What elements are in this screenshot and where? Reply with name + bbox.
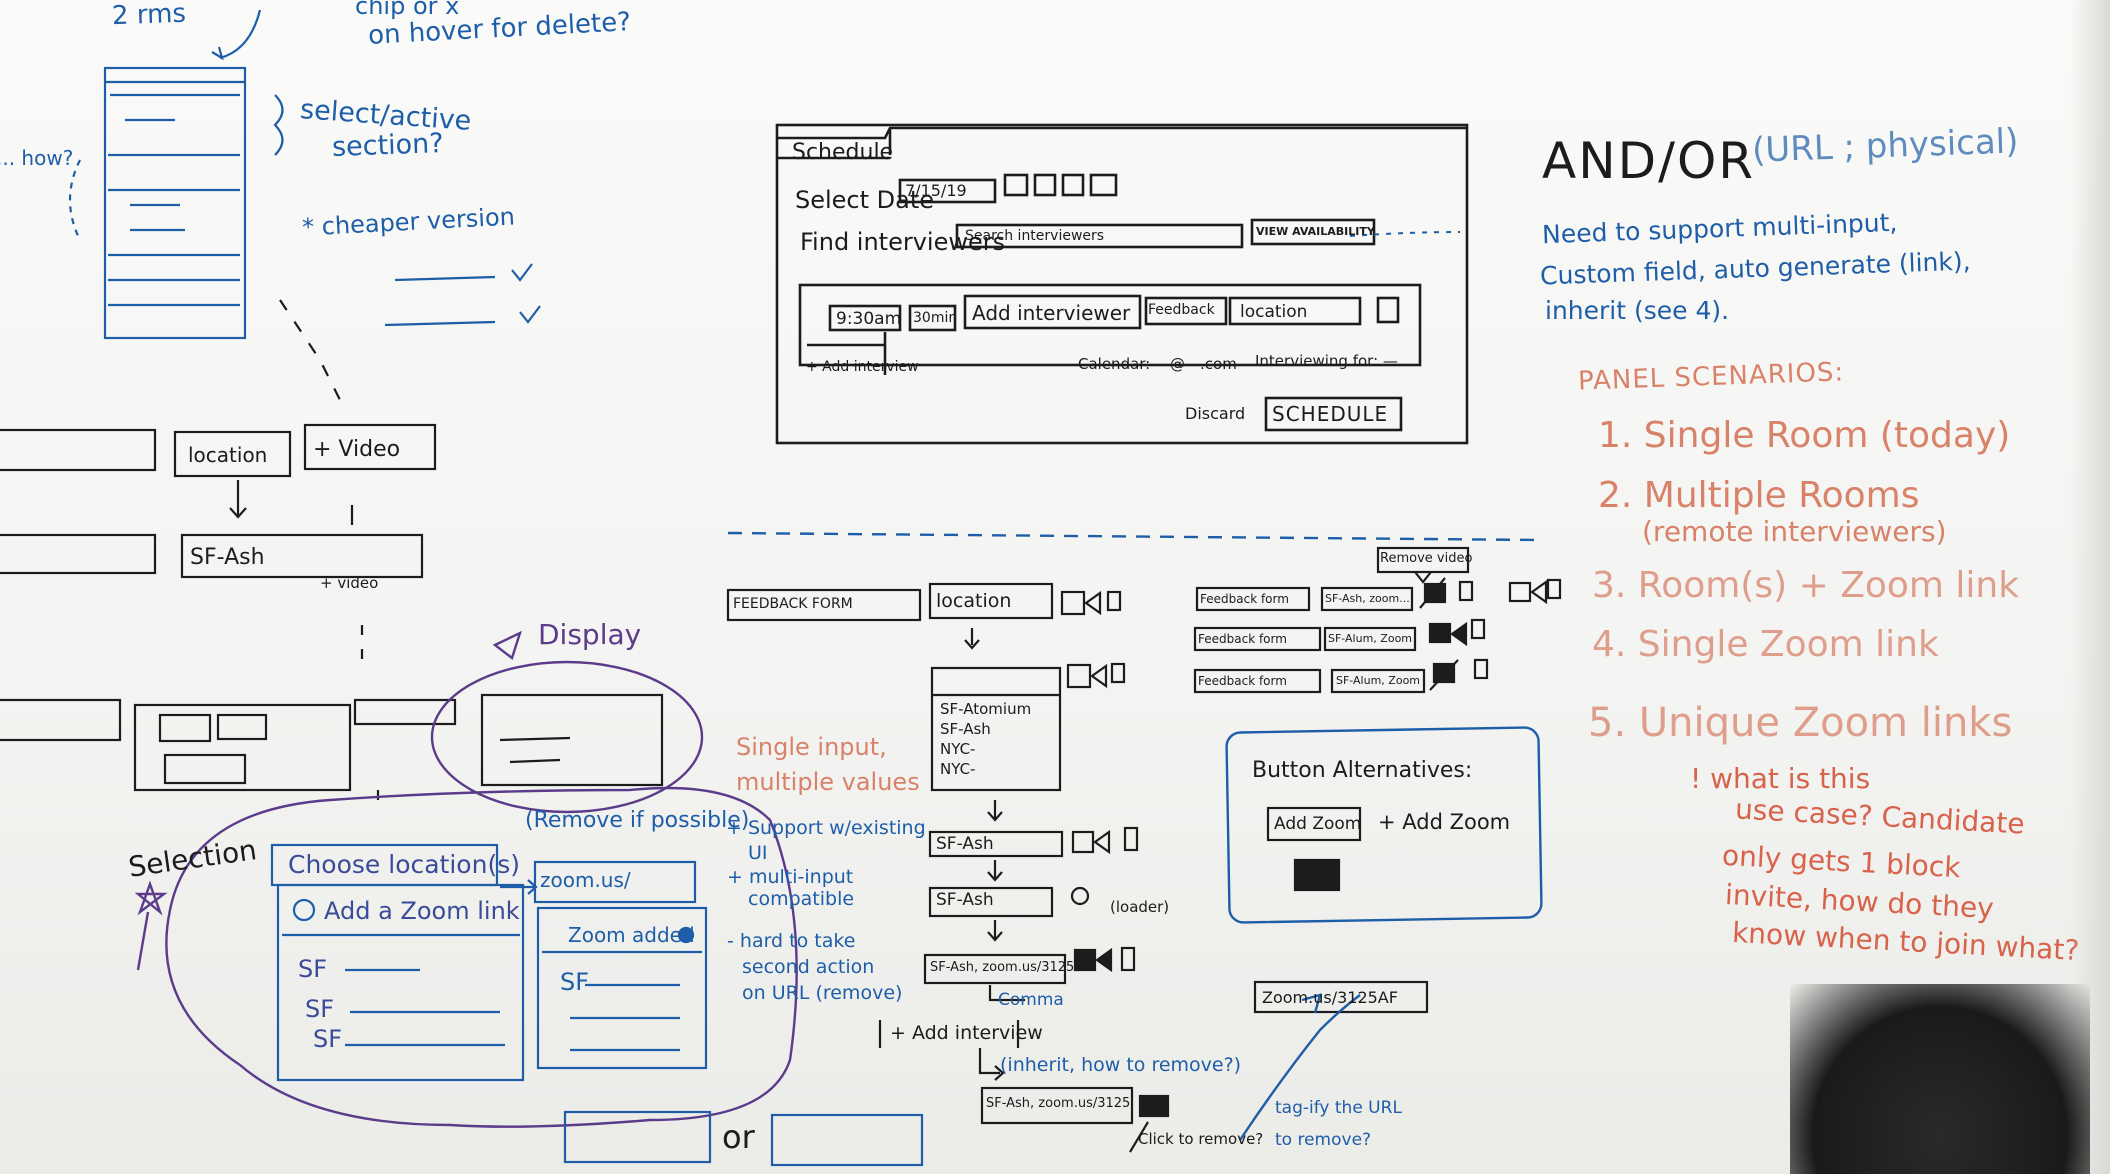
add-zoom-button-sketch: Add Zoom	[1274, 814, 1362, 834]
plus-video-note: + video	[320, 574, 379, 592]
interviewing-for-text: Interviewing for: —	[1255, 352, 1398, 370]
add-zoom-text-sketch: + Add Zoom	[1378, 810, 1511, 834]
compatible-note: compatible	[748, 888, 855, 910]
zoom-added-option: Zoom added	[568, 923, 695, 947]
scenario-1: 1. Single Room (today)	[1598, 415, 2011, 456]
single-input-note: Single input,	[736, 733, 887, 761]
schedule-tab: Schedule	[792, 140, 894, 165]
loader-note: (loader)	[1110, 898, 1170, 916]
location-option-3: NYC-	[940, 740, 976, 758]
sf-right-row: SF	[560, 968, 590, 996]
second-action-note: second action	[742, 956, 875, 978]
ui-note: UI	[748, 842, 768, 864]
comma-note: Comma	[998, 990, 1064, 1010]
add-interview-action: + Add interview	[890, 1022, 1043, 1044]
scenario-2: 2. Multiple Rooms	[1598, 475, 1920, 516]
choose-location-title: Choose location(s)	[288, 850, 520, 879]
display-label: Display	[538, 618, 642, 651]
add-zoom-link-option: Add a Zoom link	[324, 897, 520, 925]
feedback-form-row-3: Feedback form	[1198, 674, 1287, 688]
location-box: location	[188, 443, 268, 467]
on-url-note: on URL (remove)	[742, 982, 903, 1004]
date-value: 7/15/19	[905, 181, 967, 200]
sf-ash-chip-1: SF-Ash	[936, 834, 994, 854]
remove-video-tooltip: Remove video	[1380, 551, 1473, 566]
and-or-title: AND/OR	[1542, 132, 1756, 190]
find-interviewers-label: Find interviewers	[800, 228, 1006, 256]
sf-tag-1: SF-Ash, zoom...	[1325, 592, 1410, 605]
feedback-select: Feedback	[1148, 302, 1215, 318]
sf-tag-2: SF-Alum, Zoom	[1328, 632, 1413, 645]
search-interviewers-field: Search interviewers	[965, 228, 1105, 244]
or-label: or	[722, 1118, 755, 1156]
feedback-form-row-1: Feedback form	[1200, 592, 1289, 606]
discard-link: Discard	[1185, 404, 1246, 423]
add-interview-link: + Add interview	[806, 359, 919, 375]
sf-tag-3: SF-Alum, Zoom	[1336, 674, 1421, 687]
tagify-note: tag-ify the URL	[1275, 1098, 1402, 1118]
sf-ash-zoom-chip-2: SF-Ash, zoom.us/3125	[986, 1096, 1131, 1111]
scenario-5: 5. Unique Zoom links	[1588, 700, 2013, 746]
section-note: section?	[331, 128, 445, 163]
hard-to-take-note: - hard to take	[727, 930, 856, 952]
scenario-3: 3. Room(s) + Zoom link	[1592, 565, 2020, 606]
inherit-note: (inherit, how to remove?)	[1000, 1054, 1242, 1076]
remove-if-possible-note: (Remove if possible)	[525, 808, 750, 833]
chip-note: chip or x	[355, 0, 460, 20]
board-edge-shadow	[2070, 0, 2110, 1174]
time-field: 9:30am	[836, 309, 902, 329]
feedback-form-row-2: Feedback form	[1198, 632, 1287, 646]
marker-tray	[1790, 984, 2090, 1174]
sf-row-2: SF	[305, 995, 335, 1023]
sf-ash-zoom-chip: SF-Ash, zoom.us/3125	[930, 960, 1075, 975]
location-option-1: SF-Atomium	[940, 700, 1032, 718]
sf-ash-chip-2: SF-Ash	[936, 890, 994, 910]
how-note: ... how?	[0, 146, 74, 170]
multiple-values-note: multiple values	[736, 768, 920, 796]
location-option-4: NYC-	[940, 760, 976, 778]
sf-row-3: SF	[313, 1025, 343, 1053]
location-input: location	[936, 590, 1012, 612]
scenario-4: 4. Single Zoom link	[1592, 624, 1939, 665]
scenario-2-detail: (remote interviewers)	[1642, 515, 1947, 548]
multi-input-note-3: inherit (see 4).	[1545, 296, 1730, 325]
to-remove-note: to remove?	[1275, 1130, 1372, 1150]
location-field: location	[1240, 302, 1308, 322]
multi-input-note: + multi-input	[727, 866, 854, 888]
click-to-remove-note: Click to remove?	[1138, 1130, 1264, 1148]
view-availability-button: VIEW AVAILABILITY	[1256, 225, 1375, 238]
sf-row-1: SF	[298, 955, 328, 983]
rms-note: 2 rms	[111, 0, 187, 32]
select-date-label: Select Date	[795, 186, 935, 214]
zoom-url-field: zoom.us/	[540, 868, 631, 892]
schedule-button: SCHEDULE	[1272, 402, 1389, 426]
use-case-question-1: ! what is this	[1690, 762, 1871, 795]
duration-field: 30min	[913, 310, 958, 326]
video-box: + Video	[313, 437, 401, 462]
feedback-form-select: FEEDBACK FORM	[733, 596, 853, 612]
add-interviewer-field: Add interviewer	[972, 301, 1131, 325]
zoom-url-tag: Zoom.us/3125AF	[1262, 988, 1398, 1007]
location-option-2: SF-Ash	[940, 720, 991, 738]
button-alternatives-title: Button Alternatives:	[1252, 758, 1473, 783]
support-existing-note: + Support w/existing	[726, 817, 926, 839]
sf-ash-box: SF-Ash	[190, 545, 265, 570]
calendar-text: Calendar: —@—.com	[1078, 355, 1237, 373]
